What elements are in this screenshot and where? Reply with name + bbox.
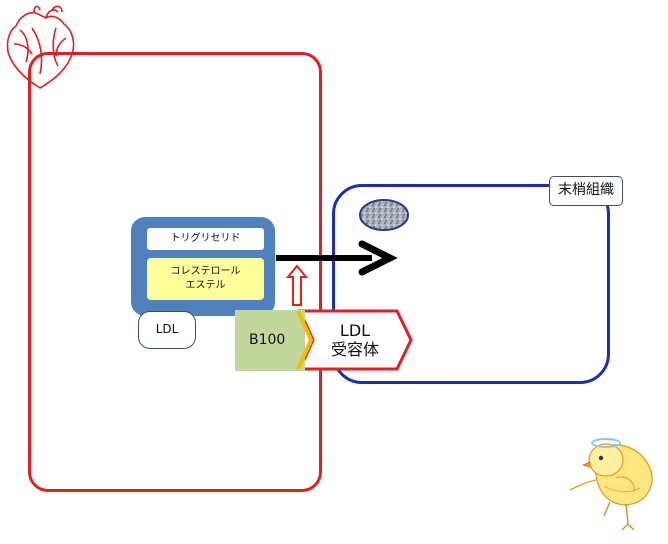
- triglyceride-label: トリグリセリド: [147, 228, 264, 250]
- receptor-line1: LDL: [339, 321, 371, 340]
- cholesterol-ester-line1: コレステロール: [170, 266, 241, 277]
- cholesterol-ester-line2: エステル: [185, 280, 226, 291]
- tissue-label: 末梢組織: [549, 176, 623, 206]
- receptor-line2: 受容体: [330, 340, 379, 359]
- b100-apolipoprotein: B100: [235, 310, 305, 371]
- cholesterol-ester-box: コレステロール エステル: [147, 258, 264, 300]
- ldl-receptor-label: LDL 受容体: [312, 318, 398, 362]
- ldl-label: LDL: [138, 311, 196, 349]
- blood-vessel-region: [28, 52, 322, 492]
